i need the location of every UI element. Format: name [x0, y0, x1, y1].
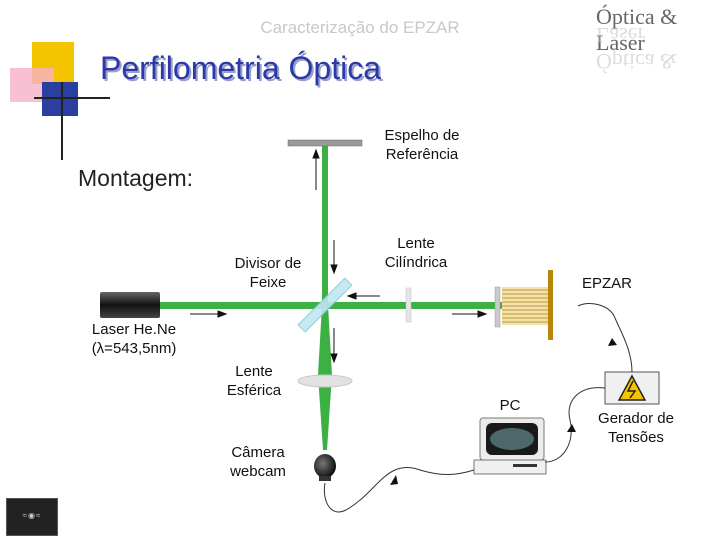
cables [323, 303, 633, 513]
voltage-generator [604, 371, 660, 405]
cable-pc-generator [544, 387, 606, 463]
beam-vertical-upper [322, 145, 328, 305]
label-laser: Laser He.Ne(λ=543,5nm) [91, 321, 177, 357]
cylindrical-lens [405, 287, 412, 323]
cable-arrows [390, 338, 617, 485]
cable-generator-epzar [577, 303, 633, 373]
pc-icon [473, 417, 547, 475]
laser-body [100, 292, 160, 318]
spherical-lens [297, 374, 353, 388]
seal-logo: ≈◉≈ [6, 498, 58, 536]
beam-splitter [297, 277, 353, 333]
webcam-icon [314, 454, 336, 478]
slide-title: Perfilometria Óptica [100, 50, 381, 86]
section-label: Montagem: [78, 165, 194, 191]
direction-arrows [190, 148, 488, 364]
label-pc: PC [499, 397, 521, 414]
cable-camera-pc [323, 467, 475, 513]
logo-text: Óptica & Laser [596, 4, 678, 55]
reference-mirror [287, 139, 363, 147]
beam-horizontal [160, 302, 550, 309]
epzar-device [494, 270, 553, 340]
label-epzar: EPZAR [581, 275, 632, 292]
slide-subtitle: Caracterização do EPZAR [260, 18, 460, 37]
warning-icon [617, 374, 647, 401]
corner-decoration [10, 42, 110, 160]
webcam-base [319, 476, 331, 481]
